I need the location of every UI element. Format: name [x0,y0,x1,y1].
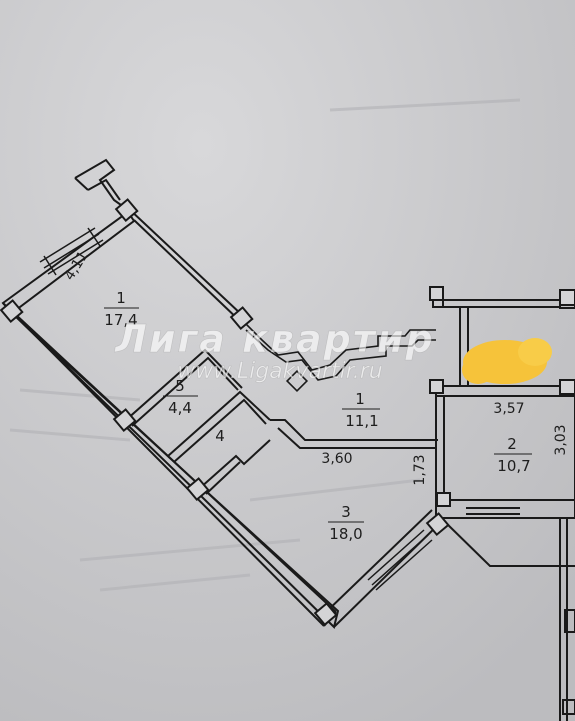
dimension-3-03: 3,03 [553,424,569,455]
paper-shadow-lines [9,98,521,592]
room-1-label: 1 11,1 [342,390,380,430]
room-6-label: 1 17,4 [104,289,139,329]
window-room-3 [367,529,433,591]
window-room-6 [39,227,104,276]
room-4-label: 4 [215,427,225,445]
watermark-site: www.Ligakvartir.ru [177,359,382,384]
room-5-number: 5 [175,377,185,395]
room-1-number: 1 [355,390,365,408]
room-6-area: 17,4 [104,311,137,329]
room-3-label: 3 18,0 [328,503,364,543]
dimension-1-73: 1,73 [412,454,428,485]
room-3-area: 18,0 [329,525,362,543]
dimension-3-57: 3,57 [493,401,524,417]
hall-stepped-wall [241,319,436,393]
room-2-label: 2 10,7 [494,435,532,475]
room-1-area: 11,1 [345,412,378,430]
room-2-area: 10,7 [497,457,530,475]
room-5-area: 4,4 [168,399,192,417]
room-5-label: 5 4,4 [163,377,198,417]
room-2-number: 2 [507,435,517,453]
dimension-3-60: 3,60 [321,451,352,467]
interior-walls [125,288,575,721]
room-6-number: 1 [116,289,126,307]
room-4-number: 4 [215,427,225,445]
columns [0,198,575,627]
watermark-brand: Лига квартир [114,317,434,361]
highlight-marker [462,338,552,384]
room-3-number: 3 [341,503,351,521]
